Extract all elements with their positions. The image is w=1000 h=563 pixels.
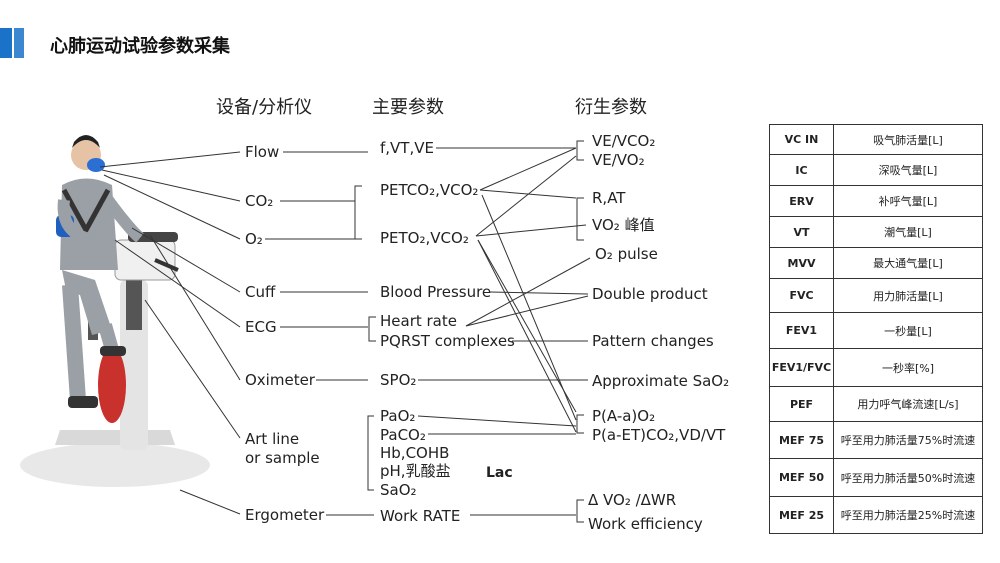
- main-f-vt-ve: f,VT,VE: [380, 139, 434, 157]
- lac-label: Lac: [486, 465, 513, 481]
- derived-double-product: Double product: [592, 285, 708, 303]
- equipment-ergometer: Ergometer: [245, 506, 325, 524]
- parameter-desc: 一秒率[%]: [833, 348, 983, 387]
- parameter-desc: 潮气量[L]: [833, 216, 983, 248]
- parameter-abbr: PEF: [769, 386, 834, 422]
- page-title: 心肺运动试验参数采集: [50, 36, 230, 57]
- equipment-cuff: Cuff: [245, 283, 276, 301]
- main-spo2: SPO₂: [380, 371, 417, 389]
- main-heart-rate: Heart rate: [380, 312, 457, 330]
- title-accent-bar: [0, 28, 12, 58]
- main-hb-cohb: Hb,COHB: [380, 444, 450, 462]
- header-derived-params: 衍生参数: [575, 97, 647, 118]
- parameter-abbr: ERV: [769, 185, 834, 217]
- derived-ve-vo2: VE/VO₂: [592, 151, 645, 169]
- parameter-desc: 一秒量[L]: [833, 312, 983, 349]
- parameter-desc: 吸气肺活量[L]: [833, 124, 983, 155]
- equipment-flow: Flow: [245, 143, 280, 161]
- parameter-desc: 补呼气量[L]: [833, 185, 983, 217]
- derived-delta-vo2-wr: Δ VO₂ /ΔWR: [588, 491, 677, 509]
- parameter-abbr: MEF 25: [769, 496, 834, 534]
- equipment-oximeter: Oximeter: [245, 371, 315, 389]
- parameter-abbr: FVC: [769, 278, 834, 313]
- parameter-abbr: FEV1: [769, 312, 834, 349]
- parameter-desc: 深吸气量[L]: [833, 154, 983, 186]
- derived-pattern-changes: Pattern changes: [592, 332, 714, 350]
- derived-ve-vco2: VE/VCO₂: [592, 132, 656, 150]
- parameter-desc: 用力呼气峰流速[L/s]: [833, 386, 983, 422]
- equipment-or-sample: or sample: [245, 449, 320, 467]
- main-ph: pH,乳酸盐: [380, 462, 451, 480]
- header-equipment: 设备/分析仪: [216, 97, 313, 118]
- main-pqrst: PQRST complexes: [380, 332, 515, 350]
- parameter-abbr: FEV1/FVC: [769, 348, 834, 387]
- derived-approx-sao2: Approximate SaO₂: [592, 372, 730, 390]
- main-paco2: PaCO₂: [380, 426, 426, 444]
- main-peto2: PETO₂,VCO₂: [380, 229, 469, 247]
- derived-p-a-et-co2: P(a-ET)CO₂,VD/VT: [592, 426, 726, 444]
- equipment-ecg: ECG: [245, 318, 277, 336]
- parameter-abbr: MVV: [769, 247, 834, 279]
- equipment-co2: CO₂: [245, 192, 274, 210]
- parameter-abbr: IC: [769, 154, 834, 186]
- derived-work-efficiency: Work efficiency: [588, 515, 703, 533]
- derived-vo2-peak: VO₂ 峰值: [592, 216, 655, 234]
- parameter-desc: 呼至用力肺活量50%时流速: [833, 458, 983, 497]
- main-sao2: SaO₂: [380, 481, 417, 499]
- main-blood-pressure: Blood Pressure: [380, 283, 492, 301]
- derived-r-at: R,AT: [592, 189, 626, 207]
- derived-p-a-a-o2: P(A-a)O₂: [592, 407, 656, 425]
- parameter-desc: 呼至用力肺活量75%时流速: [833, 421, 983, 459]
- parameter-desc: 呼至用力肺活量25%时流速: [833, 496, 983, 534]
- header-main-params: 主要参数: [372, 97, 444, 118]
- derived-o2-pulse: O₂ pulse: [595, 245, 658, 263]
- parameter-abbr: MEF 75: [769, 421, 834, 459]
- title-accent-bar-light: [14, 28, 24, 58]
- parameter-desc: 最大通气量[L]: [833, 247, 983, 279]
- equipment-art-line: Art line: [245, 430, 300, 448]
- parameter-abbr: VT: [769, 216, 834, 248]
- main-work-rate: Work RATE: [380, 507, 461, 525]
- equipment-o2: O₂: [245, 230, 263, 248]
- parameter-abbr: VC IN: [769, 124, 834, 155]
- main-pao2: PaO₂: [380, 407, 416, 425]
- parameter-desc: 用力肺活量[L]: [833, 278, 983, 313]
- parameter-abbr: MEF 50: [769, 458, 834, 497]
- main-petco2: PETCO₂,VCO₂: [380, 181, 479, 199]
